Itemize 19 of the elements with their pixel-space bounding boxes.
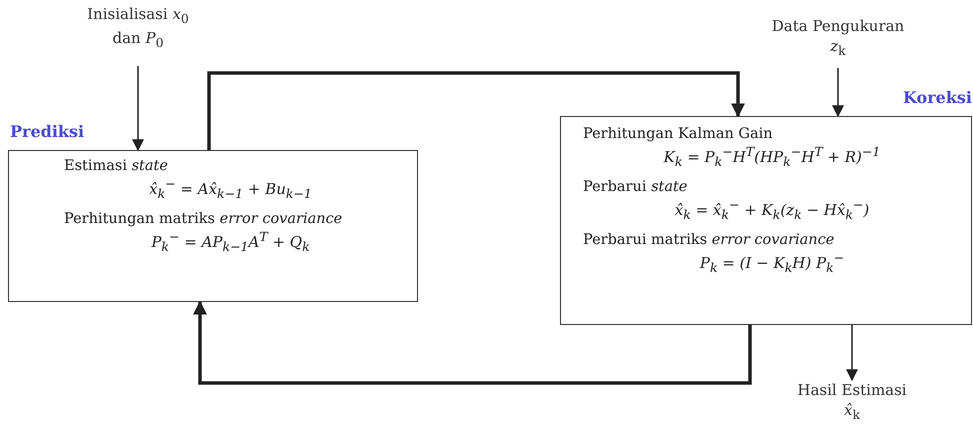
equation: x̂$_{k}$ = x̂$_{k}$$^{−}$ + K$_{k}$(z$_{k}$ − Hx̂$_{k}$$^{−}$): [674, 196, 870, 224]
equation: K$_{k}$ = P$_{k}$$^{−}$H$^{T}$(HP$_{k}$$^{−}$H$^{T}$ + R)$^{−1}$: [662, 143, 882, 172]
input-label: Inisialisasi x$_{0}$ dan P$_{0}$: [86, 4, 190, 52]
step-text: Perbarui matriks error covariance: [583, 230, 836, 249]
arrow: [132, 66, 144, 152]
arrow: [193, 300, 752, 385]
step-text: Estimasi state: [64, 157, 169, 176]
equation: P$_{k}$$^{−}$ = AP$_{k−1}$A$^{T}$ + Q$_{k}$: [150, 228, 311, 256]
arrow: [832, 68, 844, 118]
step-text: Perbarui state: [583, 178, 688, 196]
step-text: Perhitungan Kalman Gain: [583, 125, 774, 144]
stage-heading: Prediksi: [10, 122, 84, 141]
arrow: [207, 71, 745, 150]
input-label: Data Pengukuran z$_{k}$: [770, 16, 906, 60]
equation: x̂$_{k}$$^{−}$ = Ax̂$_{k−1}$ + Bu$_{k−1}$: [148, 175, 313, 204]
arrow: [846, 325, 858, 382]
step-text: Perhitungan matriks error covariance: [64, 210, 344, 228]
stage-heading: Koreksi: [902, 88, 972, 107]
input-label: Hasil Estimasi x̂$_{k}$: [796, 380, 908, 424]
